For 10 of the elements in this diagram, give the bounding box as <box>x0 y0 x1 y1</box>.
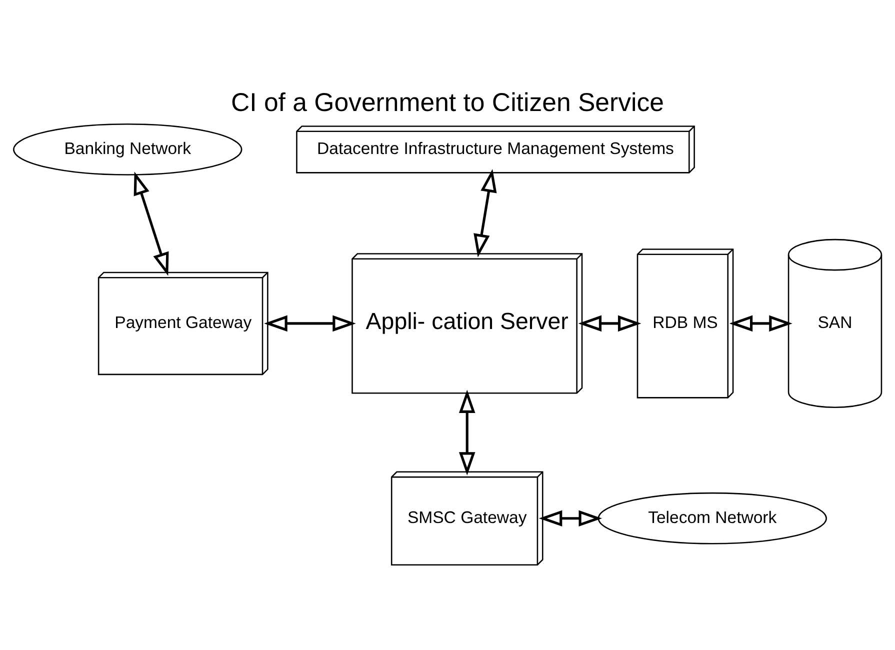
arrow <box>578 315 642 332</box>
node-ellipse: Telecom Network <box>598 492 827 544</box>
arrow <box>264 315 356 332</box>
arrow <box>474 168 497 258</box>
node-ellipse: Banking Network <box>13 124 242 176</box>
diagram-title: CI of a Government to Citizen Service <box>230 88 664 117</box>
arrow <box>729 315 792 332</box>
arrow <box>538 510 602 526</box>
arrow <box>134 172 169 276</box>
arrow <box>458 390 476 476</box>
